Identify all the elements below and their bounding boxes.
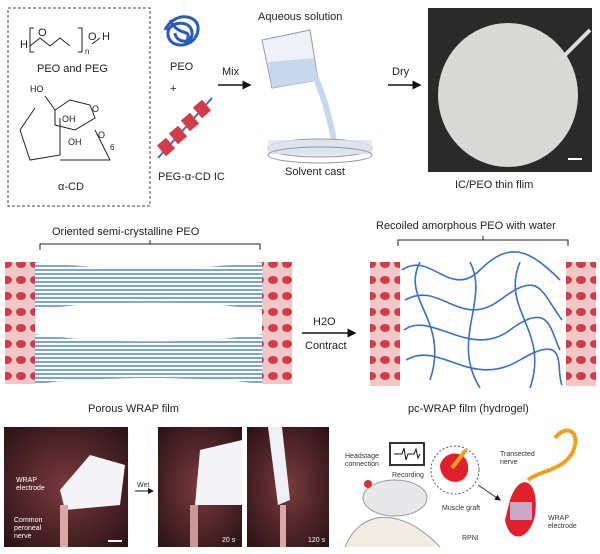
- in-vivo-photo-120s: [247, 427, 329, 547]
- peo-label: PEO: [170, 61, 194, 73]
- chem-o: O: [38, 27, 47, 39]
- mix-label: Mix: [222, 66, 240, 78]
- recording-label: Recording: [392, 472, 424, 479]
- ic-label: PEG-α-CD IC: [158, 171, 225, 183]
- aqueous-solution-label: Aqueous solution: [258, 11, 342, 23]
- chem-oh2: OH: [68, 137, 82, 147]
- headstage-label-2: connection: [345, 461, 379, 468]
- chem-ho: HO: [30, 84, 44, 94]
- right-caption: pc-WRAP film (hydrogel): [408, 403, 529, 415]
- right-title: Recoiled amorphous PEO with water: [376, 220, 556, 232]
- in-vivo-photo-before: [4, 427, 128, 547]
- contract-label: Contract: [305, 340, 347, 352]
- nerve-label-3: nerve: [14, 533, 32, 540]
- rpni-label: RPNI: [462, 535, 479, 542]
- chem-o2: O: [88, 31, 97, 43]
- beaker-pouring-icon: [261, 29, 373, 164]
- chem-6: 6: [110, 143, 115, 152]
- wrap-electrode2-label-1: WRAP: [548, 515, 569, 522]
- film-label: IC/PEO thin flim: [455, 179, 533, 191]
- dry-label: Dry: [392, 66, 410, 78]
- peg-cd-inclusion-complex-icon: [156, 97, 213, 159]
- left-bracket: [39, 240, 261, 250]
- water-label: H2O: [313, 316, 336, 328]
- right-bracket: [397, 236, 569, 246]
- nerve-label-2: peroneal: [14, 525, 42, 532]
- time-20s: 20 s: [222, 537, 236, 544]
- nerve-label-1: Common: [14, 517, 43, 524]
- transected-nerve-label-1: Transected: [500, 451, 535, 458]
- peo-coil-icon: [163, 15, 200, 47]
- solvent-cast-label: Solvent cast: [285, 166, 345, 178]
- in-vivo-photo-20s: [158, 427, 242, 547]
- chem-oh1: OH: [62, 114, 76, 124]
- porous-wrap-film-diagram: [5, 262, 292, 384]
- alpha-cd-label: α-CD: [58, 181, 84, 193]
- recording-icon: [389, 442, 425, 466]
- chemical-structures-box: H O n O H PEO and PEG HO OH OH O O 6 α-C…: [7, 7, 151, 207]
- muscle-graft-label: Muscle graft: [442, 505, 480, 512]
- chem-o-ring: O: [92, 104, 99, 114]
- thin-film-photo: [428, 8, 592, 172]
- wrap-electrode-label-1: WRAP: [16, 477, 37, 484]
- peo-peg-label: PEO and PEG: [37, 63, 108, 75]
- headstage-label-1: Headstage: [345, 453, 379, 460]
- wrap-electrode2-label-2: electrode: [548, 523, 577, 530]
- plus-sign: +: [170, 83, 176, 95]
- transected-nerve-label-2: nerve: [500, 459, 518, 466]
- chem-h-left: H: [20, 39, 28, 51]
- left-caption: Porous WRAP film: [88, 403, 179, 415]
- left-title: Oriented semi-crystalline PEO: [52, 226, 200, 238]
- chem-h-right: H: [102, 31, 110, 43]
- pc-wrap-hydrogel-diagram: [370, 251, 596, 390]
- chem-n: n: [85, 47, 89, 56]
- wet-label: Wet: [137, 482, 149, 489]
- chem-o6: O: [98, 130, 105, 140]
- time-120s: 120 s: [308, 537, 326, 544]
- wrap-electrode-label-2: electrode: [16, 485, 45, 492]
- rpni-schematic: [344, 428, 578, 548]
